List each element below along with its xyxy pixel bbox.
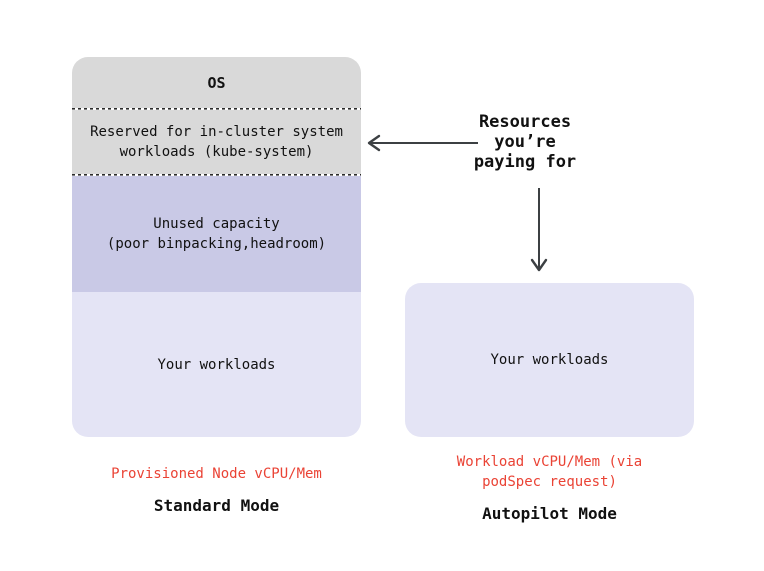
os-section: OS — [72, 57, 361, 108]
unused-capacity-label: Unused capacity (poor binpacking,headroo… — [106, 216, 327, 252]
standard-node-stack: OS Reserved for in-cluster system worklo… — [72, 57, 361, 437]
unused-capacity-section: Unused capacity (poor binpacking,headroo… — [72, 176, 361, 292]
standard-workloads-section: Your workloads — [72, 292, 361, 437]
autopilot-cost-caption: Workload vCPU/Mem (via podSpec request) — [456, 454, 643, 490]
os-label: OS — [207, 73, 226, 92]
autopilot-workloads-label: Your workloads — [490, 352, 609, 368]
autopilot-workloads-box: Your workloads — [405, 283, 694, 437]
reserved-label: Reserved for in-cluster system workloads… — [90, 124, 343, 160]
standard-workloads-label: Your workloads — [157, 356, 276, 373]
reserved-section: Reserved for in-cluster system workloads… — [72, 110, 361, 174]
dashed-divider — [72, 108, 361, 110]
dashed-divider — [72, 174, 361, 176]
autopilot-mode-label: Autopilot Mode — [482, 504, 617, 523]
arrow-down-icon — [530, 188, 548, 272]
resources-annotation: Resources you’re paying for — [473, 112, 577, 172]
standard-cost-caption: Provisioned Node vCPU/Mem — [111, 466, 322, 482]
standard-mode-label: Standard Mode — [153, 496, 280, 515]
